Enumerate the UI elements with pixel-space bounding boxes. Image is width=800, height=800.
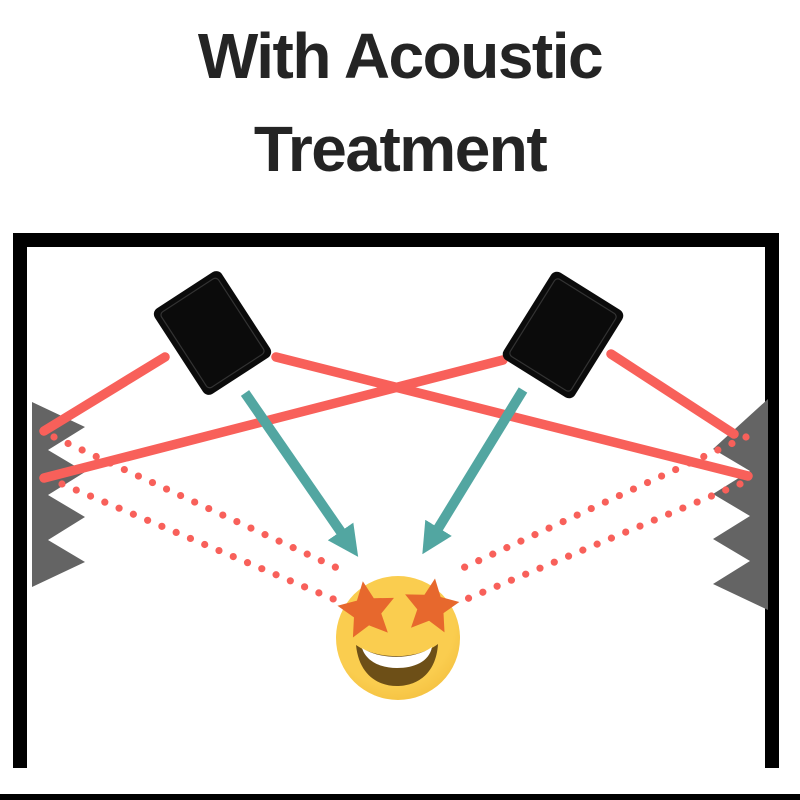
page-title: With Acoustic Treatment (0, 10, 800, 196)
reflection-line-left-speaker-to-left-wall (39, 352, 170, 436)
speaker-left-inner-edge (160, 277, 265, 389)
direct-sound-arrow-right (422, 387, 528, 555)
absorbed-reflection-dotted-right-upper (448, 433, 750, 577)
room-right-wall (765, 233, 779, 768)
title-line-1: With Acoustic (197, 20, 604, 92)
speaker-right-icon (502, 271, 624, 399)
reflection-line-right-speaker-to-right-wall (606, 349, 739, 439)
acoustic-panel-right-icon (713, 399, 768, 610)
emoji-teeth (362, 647, 432, 668)
room-floor-bar (0, 794, 800, 800)
speaker-left-body (153, 271, 272, 395)
absorbed-reflection-dotted-left-lower (58, 480, 342, 605)
listener-star-struck-emoji-icon (334, 574, 463, 700)
direct-sound-arrow-left (240, 390, 359, 557)
absorbed-reflection-dotted-right-lower (458, 480, 744, 605)
speaker-left-icon (153, 271, 272, 395)
reflection-line-right-speaker-to-left-wall (39, 355, 508, 483)
room-left-wall (13, 233, 27, 768)
room-top-wall (13, 233, 779, 247)
speaker-right-body (502, 271, 624, 399)
absorbed-reflection-dotted-left-upper (50, 433, 352, 577)
acoustic-panel-left-icon (32, 402, 85, 587)
title-line-2: Treatment (253, 113, 548, 185)
speaker-right-inner-edge (509, 278, 617, 392)
